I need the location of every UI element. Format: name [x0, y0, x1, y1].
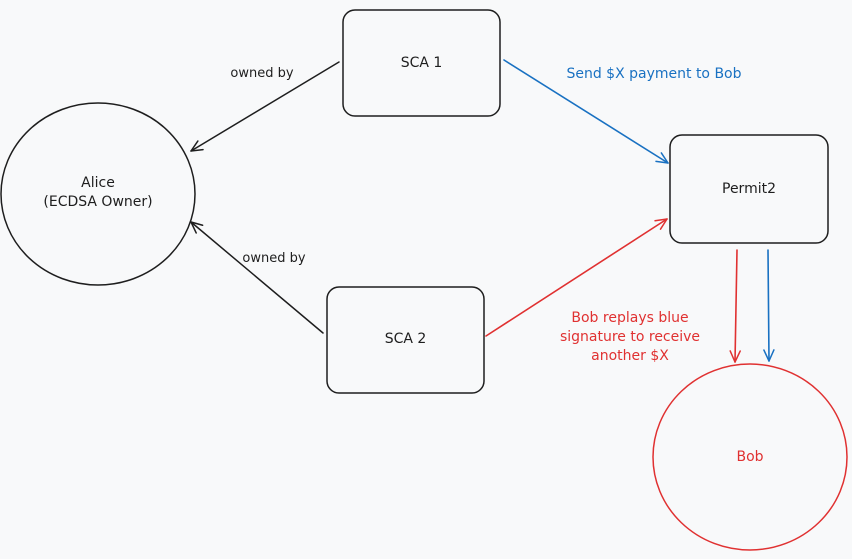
bob-label: Bob — [736, 449, 764, 465]
sca2-node[interactable] — [326, 286, 485, 394]
sca2-owned-by-label: owned by — [242, 251, 306, 266]
sca2-owned-by-arrow — [190, 221, 324, 334]
permit2-to-bob-red-arrow — [729, 249, 741, 363]
sca1-node[interactable] — [342, 9, 501, 117]
sca2-label: SCA 2 — [384, 331, 427, 347]
replay-label: Bob replays blue signature to receive an… — [540, 309, 720, 366]
payment-arrow — [503, 59, 669, 164]
alice-label: Alice (ECDSA Owner) — [28, 174, 168, 212]
alice-role: (ECDSA Owner) — [43, 194, 153, 210]
replay-arrow — [485, 218, 668, 337]
alice-node[interactable] — [0, 102, 196, 286]
bob-node[interactable] — [652, 363, 848, 551]
sca1-owned-by-label: owned by — [230, 66, 294, 81]
replay-label-line2: signature to receive — [559, 329, 701, 345]
permit2-label: Permit2 — [722, 181, 776, 197]
replay-label-line1: Bob replays blue — [571, 310, 689, 326]
sca1-label: SCA 1 — [400, 55, 443, 71]
sca1-owned-by-arrow — [190, 61, 340, 152]
permit2-node[interactable] — [669, 134, 829, 244]
permit2-to-bob-blue-arrow — [763, 249, 775, 362]
alice-name: Alice — [81, 175, 115, 191]
replay-label-line3: another $X — [591, 348, 669, 364]
payment-label: Send $X payment to Bob — [566, 66, 742, 82]
